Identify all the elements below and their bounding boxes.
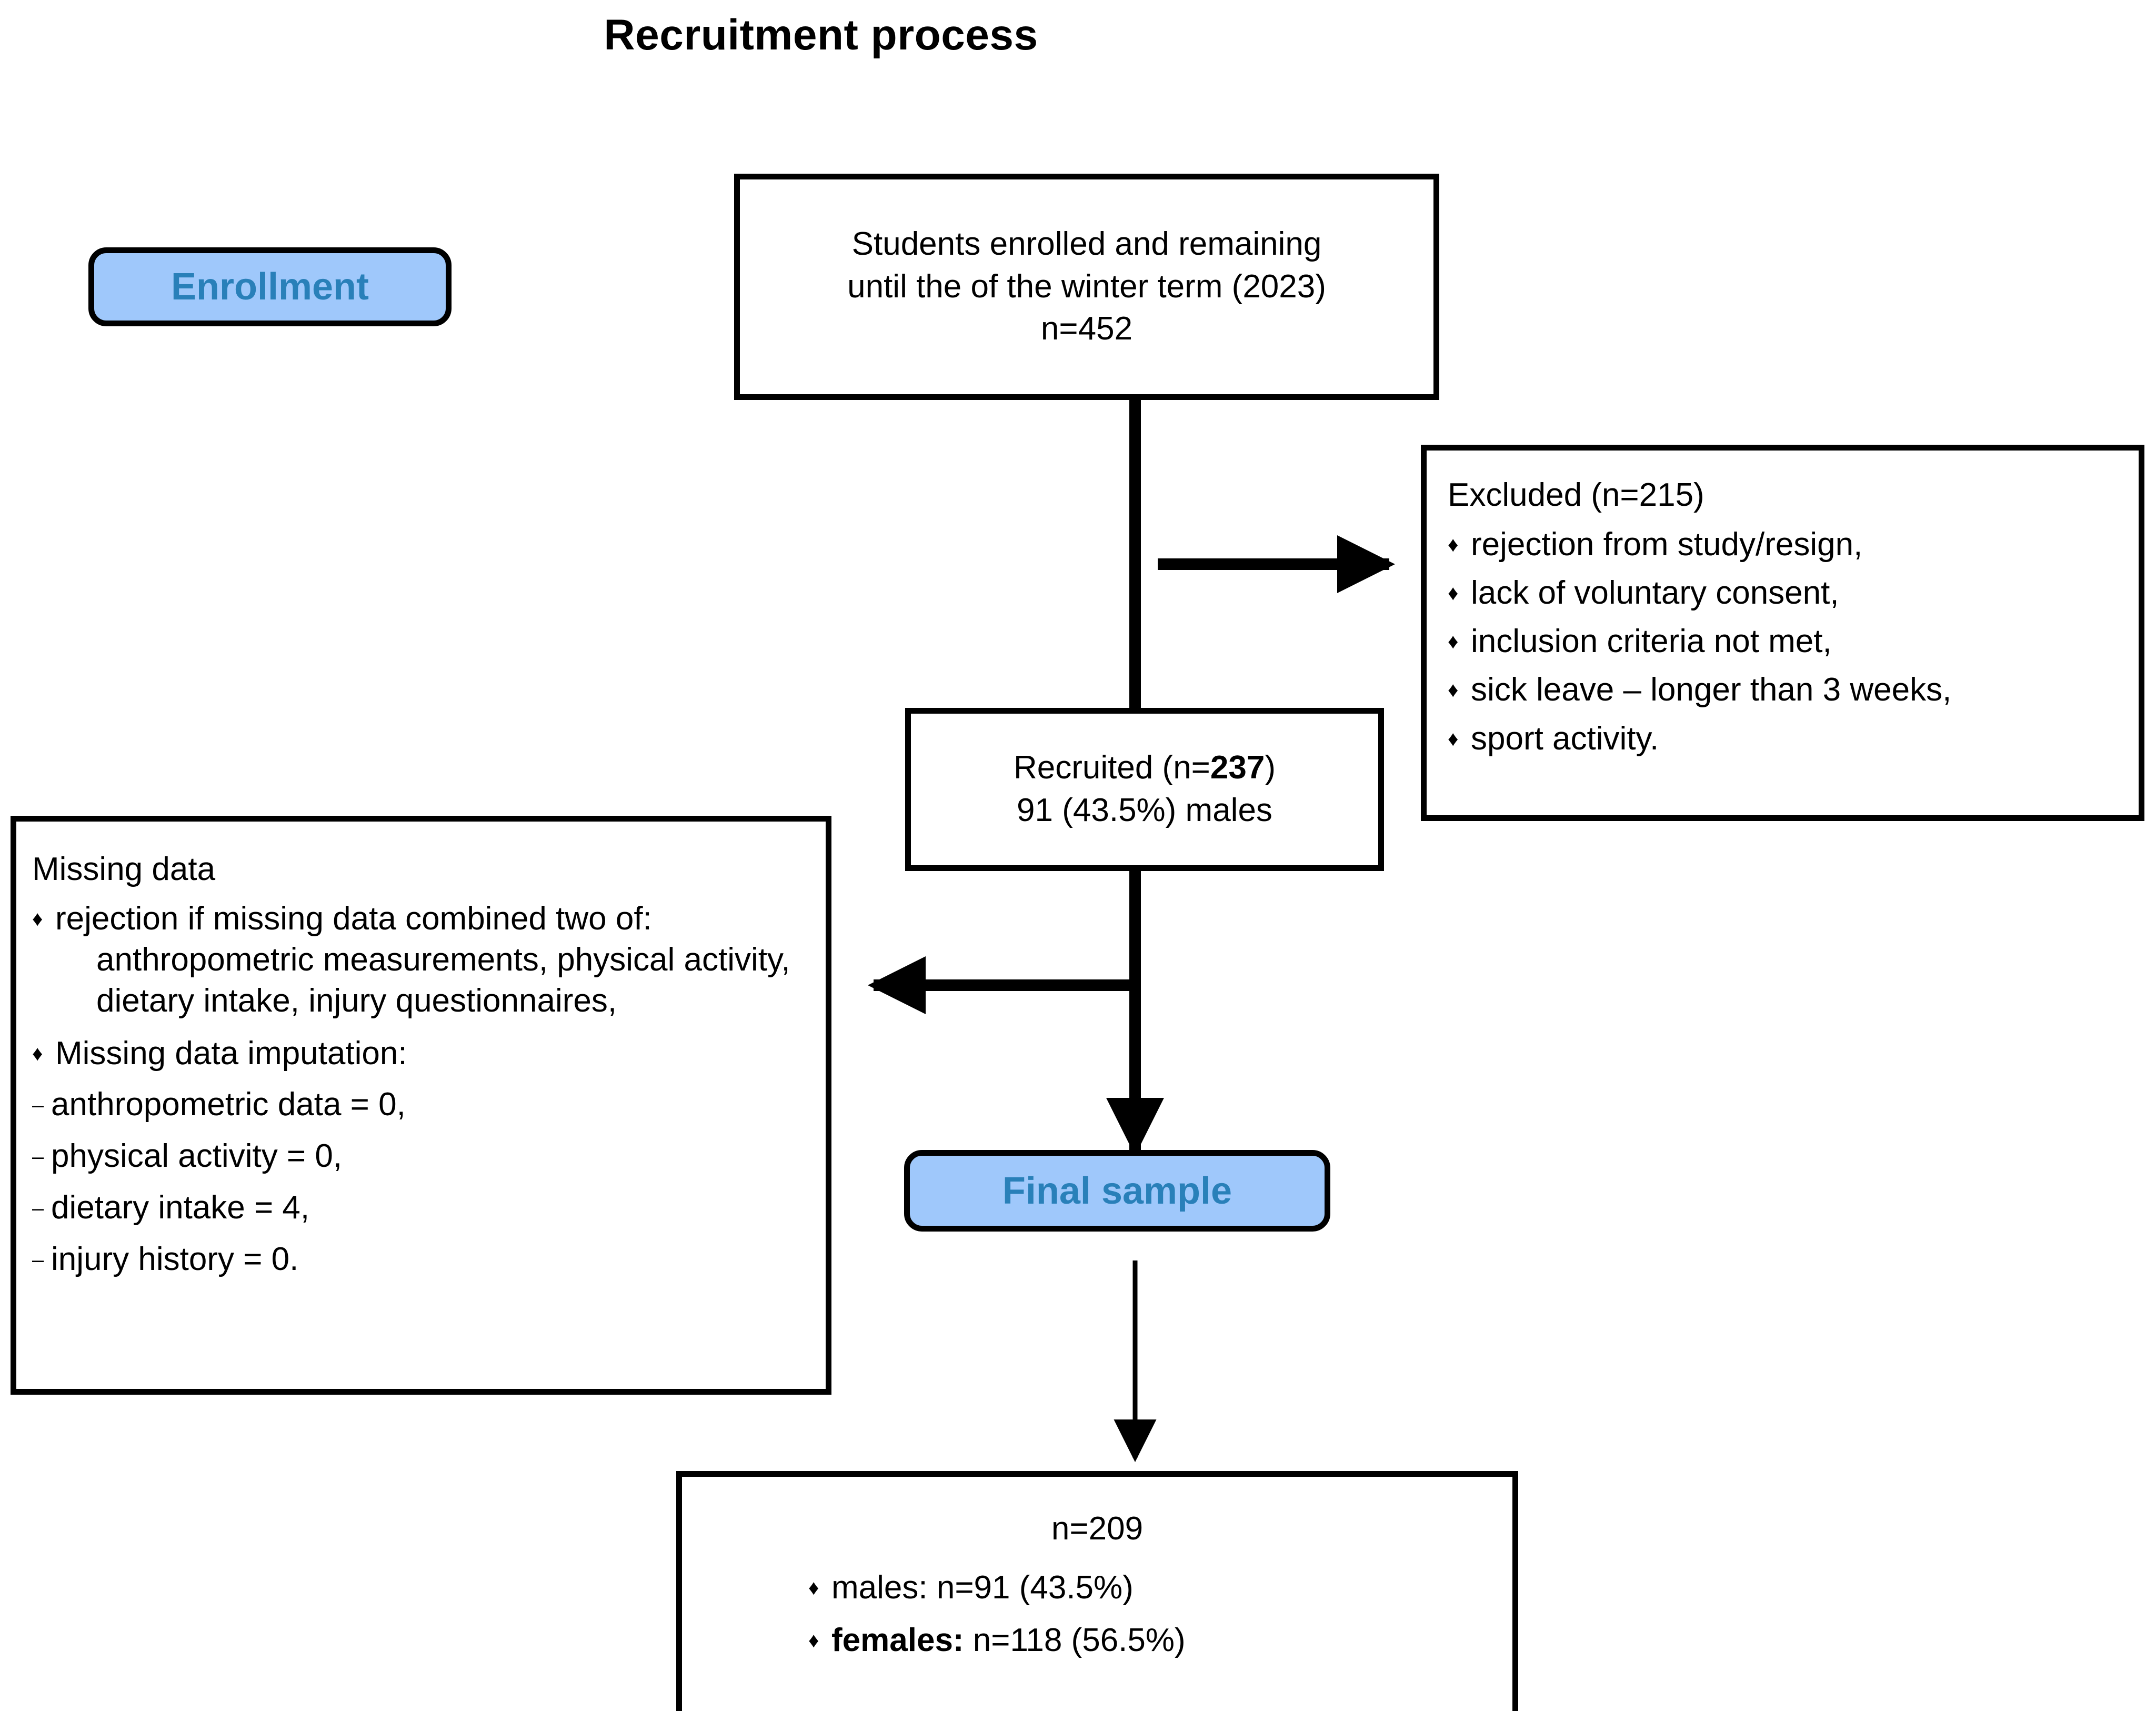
- list-item: ♦ males: n=91 (43.5%): [703, 1567, 1491, 1608]
- recruited-line-1: Recruited (n=237): [1014, 747, 1276, 789]
- diamond-bullet-icon: ♦: [1448, 678, 1459, 702]
- enrolled-line-2: until the of the winter term (2023): [847, 268, 1326, 305]
- dash-bullet-icon: –: [32, 1248, 44, 1272]
- recruited-prefix: Recruited (n=: [1013, 749, 1210, 786]
- node-excluded: Excluded (n=215) ♦ rejection from study/…: [1421, 445, 2144, 821]
- stage-pill-final-sample[interactable]: Final sample: [904, 1150, 1330, 1232]
- diamond-bullet-icon: ♦: [808, 1629, 819, 1653]
- list-item: ♦ Missing data imputation:: [32, 1033, 805, 1074]
- stage-pill-enrollment[interactable]: Enrollment: [88, 247, 452, 326]
- dash-bullet-icon: –: [32, 1145, 44, 1168]
- diamond-bullet-icon: ♦: [1448, 533, 1459, 557]
- final-males-row: males: n=91 (43.5%): [831, 1567, 1491, 1608]
- dash-bullet-icon: –: [32, 1196, 44, 1220]
- final-total: n=209: [1051, 1510, 1144, 1547]
- missing-data-item-label: rejection if missing data combined two o…: [55, 900, 790, 1019]
- excluded-list: ♦ rejection from study/resign, ♦ lack of…: [1448, 524, 2118, 759]
- final-females-value: n=118 (56.5%): [964, 1622, 1186, 1659]
- recruited-line-2: 91 (43.5%) males: [1017, 792, 1272, 828]
- enrolled-line-3: n=452: [1040, 311, 1133, 347]
- final-males-value: n=91 (43.5%): [927, 1569, 1134, 1606]
- stage-pill-enrollment-label: Enrollment: [171, 266, 369, 308]
- imputation-item-label: anthropometric data = 0,: [51, 1086, 406, 1123]
- excluded-heading: Excluded (n=215): [1448, 477, 1704, 513]
- list-item: ♦ lack of voluntary consent,: [1448, 573, 2118, 614]
- list-item: – anthropometric data = 0,: [32, 1084, 805, 1126]
- list-item: ♦ rejection if missing data combined two…: [32, 898, 805, 1022]
- stage-pill-final-sample-label: Final sample: [1002, 1169, 1232, 1212]
- missing-data-heading: Missing data: [32, 851, 216, 887]
- diamond-bullet-icon: ♦: [1448, 582, 1459, 605]
- missing-data-item-label: Missing data imputation:: [55, 1035, 407, 1072]
- recruited-suffix: ): [1265, 749, 1276, 786]
- final-males-label: males:: [831, 1569, 928, 1606]
- diamond-bullet-icon: ♦: [1448, 630, 1459, 654]
- final-females-label: females:: [831, 1622, 964, 1659]
- list-item: ♦ sport activity.: [1448, 718, 2118, 759]
- node-final-counts: n=209 ♦ males: n=91 (43.5%) ♦ females: n…: [676, 1471, 1518, 1711]
- list-item: ♦ inclusion criteria not met,: [1448, 621, 2118, 662]
- excluded-item-label: lack of voluntary consent,: [1471, 575, 1839, 612]
- node-students-enrolled: Students enrolled and remaining until th…: [734, 174, 1439, 400]
- list-item: ♦ females: n=118 (56.5%): [703, 1620, 1491, 1661]
- list-item: ♦ rejection from study/resign,: [1448, 524, 2118, 565]
- diamond-bullet-icon: ♦: [1448, 727, 1459, 751]
- excluded-item-label: inclusion criteria not met,: [1471, 623, 1832, 660]
- excluded-item-label: rejection from study/resign,: [1471, 526, 1863, 563]
- page-title: Recruitment process: [604, 11, 1038, 59]
- imputation-item-label: physical activity = 0,: [51, 1137, 343, 1174]
- node-recruited: Recruited (n=237) 91 (43.5%) males: [905, 708, 1384, 871]
- list-item: – dietary intake = 4,: [32, 1187, 805, 1229]
- diamond-bullet-icon: ♦: [808, 1576, 819, 1600]
- node-missing-data: Missing data ♦ rejection if missing data…: [11, 816, 831, 1395]
- diamond-bullet-icon: ♦: [32, 907, 43, 931]
- dash-bullet-icon: –: [32, 1093, 44, 1117]
- enrolled-line-1: Students enrolled and remaining: [851, 226, 1322, 263]
- imputation-item-label: dietary intake = 4,: [51, 1189, 310, 1226]
- list-item: ♦ sick leave – longer than 3 weeks,: [1448, 669, 2118, 711]
- excluded-item-label: sport activity.: [1471, 720, 1659, 757]
- excluded-item-label: sick leave – longer than 3 weeks,: [1471, 672, 1952, 708]
- list-item: – physical activity = 0,: [32, 1136, 805, 1178]
- recruited-count: 237: [1210, 749, 1265, 786]
- list-item: – injury history = 0.: [32, 1239, 805, 1281]
- imputation-item-label: injury history = 0.: [51, 1240, 299, 1277]
- final-females-row: females: n=118 (56.5%): [831, 1620, 1491, 1661]
- diamond-bullet-icon: ♦: [32, 1042, 43, 1066]
